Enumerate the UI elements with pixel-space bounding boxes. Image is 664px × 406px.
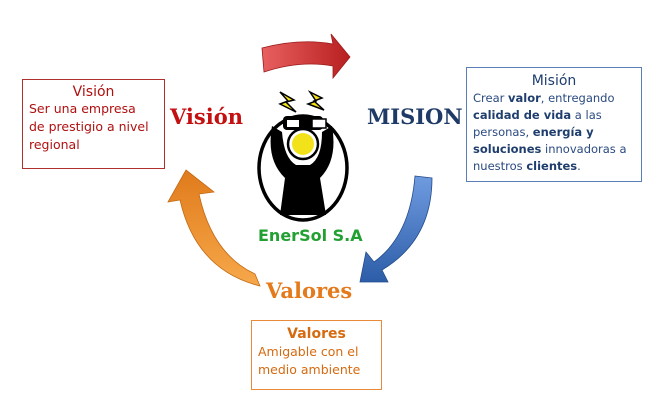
lightning-bolt-icon	[278, 91, 297, 113]
valores-box-text: Amigable con el medio ambiente	[258, 343, 375, 379]
mision-box: Misión Crear valor, entregando calidad d…	[466, 67, 642, 182]
mision-text-segment: energía y soluciones	[473, 125, 594, 156]
valores-box: Valores Amigable con el medio ambiente	[251, 320, 382, 390]
valores-line: Amigable con el	[258, 344, 359, 359]
mision-text-segment: , entregando	[540, 91, 615, 105]
valores-line: medio ambiente	[258, 362, 361, 377]
vision-line: regional	[29, 137, 80, 152]
vision-line: Ser una empresa	[29, 101, 136, 116]
vision-label: Visión	[170, 104, 243, 129]
lightbulb-person-icon	[257, 114, 349, 222]
mision-label: MISION	[367, 104, 463, 129]
orange-arrow-icon	[167, 169, 261, 287]
mision-text-segment: innovadoras a nuestros	[473, 142, 627, 173]
red-arrow-icon	[261, 33, 351, 80]
vision-line: de prestigio a nivel	[29, 119, 149, 134]
mision-box-text: Crear valor, entregando calidad de vida …	[473, 90, 635, 175]
mision-box-title: Misión	[531, 73, 577, 89]
mision-text-segment: Crear	[473, 91, 509, 105]
blue-arrow-icon	[359, 175, 433, 283]
mision-text-segment: .	[577, 159, 581, 173]
vision-box-text: Ser una empresa de prestigio a nivel reg…	[29, 100, 158, 154]
valores-box-title: Valores	[287, 326, 346, 342]
plug-icon	[311, 118, 327, 129]
vision-box-title: Visión	[72, 84, 115, 100]
mision-text-segment: a las personas,	[473, 108, 602, 139]
company-name: EnerSol S.A	[258, 226, 363, 245]
mision-text-segment: calidad de vida	[473, 108, 572, 122]
lightning-bolt-icon	[305, 90, 325, 111]
valores-label: Valores	[266, 278, 353, 303]
vision-box: Visión Ser una empresa de prestigio a ni…	[22, 79, 165, 169]
mision-text-segment: clientes	[526, 159, 578, 173]
mision-text-segment: valor	[508, 91, 541, 105]
